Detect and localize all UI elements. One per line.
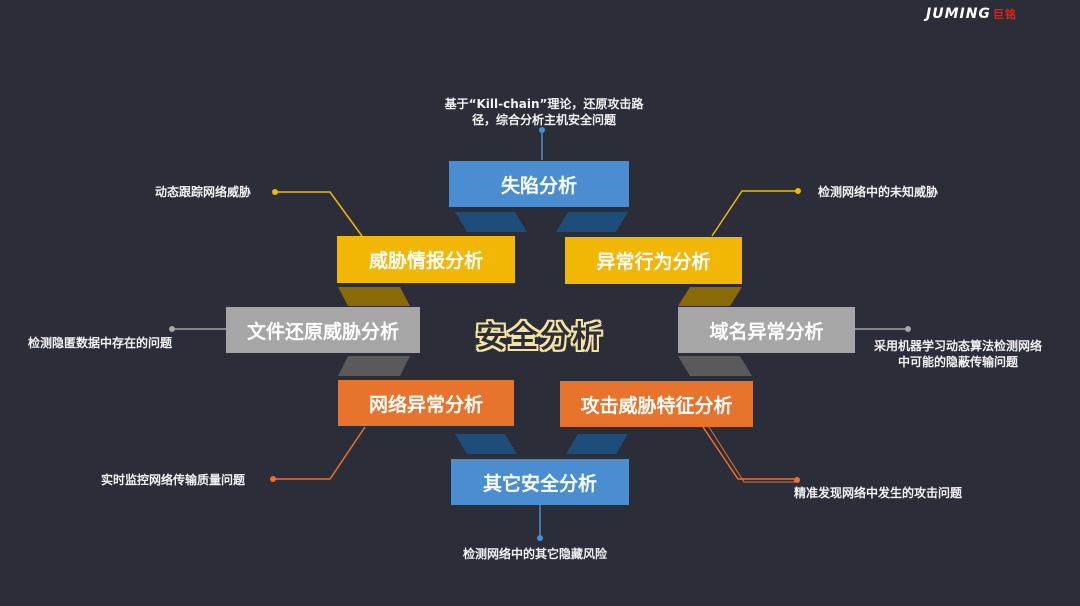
dot-abnorm xyxy=(795,188,801,194)
node-file-restore: 文件还原威胁分析 xyxy=(226,307,420,353)
desc-attack: 精准发现网络中发生的攻击问题 xyxy=(794,486,963,500)
desc-fall-line1: 基于“Kill-chain”理论，还原攻击路 xyxy=(444,97,644,111)
node-abnormal-behavior: 异常行为分析 xyxy=(565,237,742,284)
node-threat-intel: 威胁情报分析 xyxy=(337,236,515,283)
leader-abnorm xyxy=(711,190,798,237)
node-domain-abnormal: 域名异常分析 xyxy=(678,307,855,353)
desc-abnorm: 检测网络中的未知威胁 xyxy=(818,185,939,199)
desc-file: 检测隐匿数据中存在的问题 xyxy=(28,336,173,350)
dot-intel xyxy=(272,189,278,195)
leader-net xyxy=(273,426,366,480)
ribbon-top-right xyxy=(556,212,628,232)
ribbon-bottom-left xyxy=(455,434,517,454)
desc-other: 检测网络中的其它隐藏风险 xyxy=(463,547,608,561)
dot-fall xyxy=(539,127,545,133)
leader-attack-2 xyxy=(708,426,797,483)
dot-net xyxy=(270,476,276,482)
node-attack-signature: 攻击威胁特征分析 xyxy=(560,381,753,427)
ribbon-mid-right-upper xyxy=(678,287,742,306)
leader-attack xyxy=(702,426,797,480)
ribbon-mid-left-upper xyxy=(338,287,410,306)
center-title: 安全分析 xyxy=(476,320,604,355)
desc-domain-line1: 采用机器学习动态算法检测网络 xyxy=(873,339,1042,353)
desc-domain: 采用机器学习动态算法检测网络 中可能的隐蔽传输问题 xyxy=(866,338,1050,370)
ribbon-top-left xyxy=(455,212,527,232)
node-fall-analysis: 失陷分析 xyxy=(449,161,629,207)
ribbon-mid-right-lower xyxy=(678,356,752,376)
dot-attack xyxy=(794,477,800,483)
dot-other xyxy=(537,535,543,541)
ribbon-bottom-right xyxy=(566,434,628,454)
brand-name: JUMING xyxy=(926,6,991,22)
node-other-security: 其它安全分析 xyxy=(451,459,629,505)
node-network-abnormal: 网络异常分析 xyxy=(338,380,514,426)
desc-intel: 动态跟踪网络威胁 xyxy=(155,185,252,199)
desc-domain-line2: 中可能的隐蔽传输问题 xyxy=(897,355,1018,369)
dot-file xyxy=(169,326,175,332)
desc-net: 实时监控网络传输质量问题 xyxy=(101,473,246,487)
ribbon-mid-left-lower xyxy=(338,356,410,376)
brand-sub: 巨铭 xyxy=(992,8,1017,21)
desc-fall-line2: 径，综合分析主机安全问题 xyxy=(471,113,616,127)
desc-fall: 基于“Kill-chain”理论，还原攻击路 径，综合分析主机安全问题 xyxy=(432,96,656,128)
leader-intel xyxy=(275,191,363,237)
dot-domain xyxy=(905,326,911,332)
